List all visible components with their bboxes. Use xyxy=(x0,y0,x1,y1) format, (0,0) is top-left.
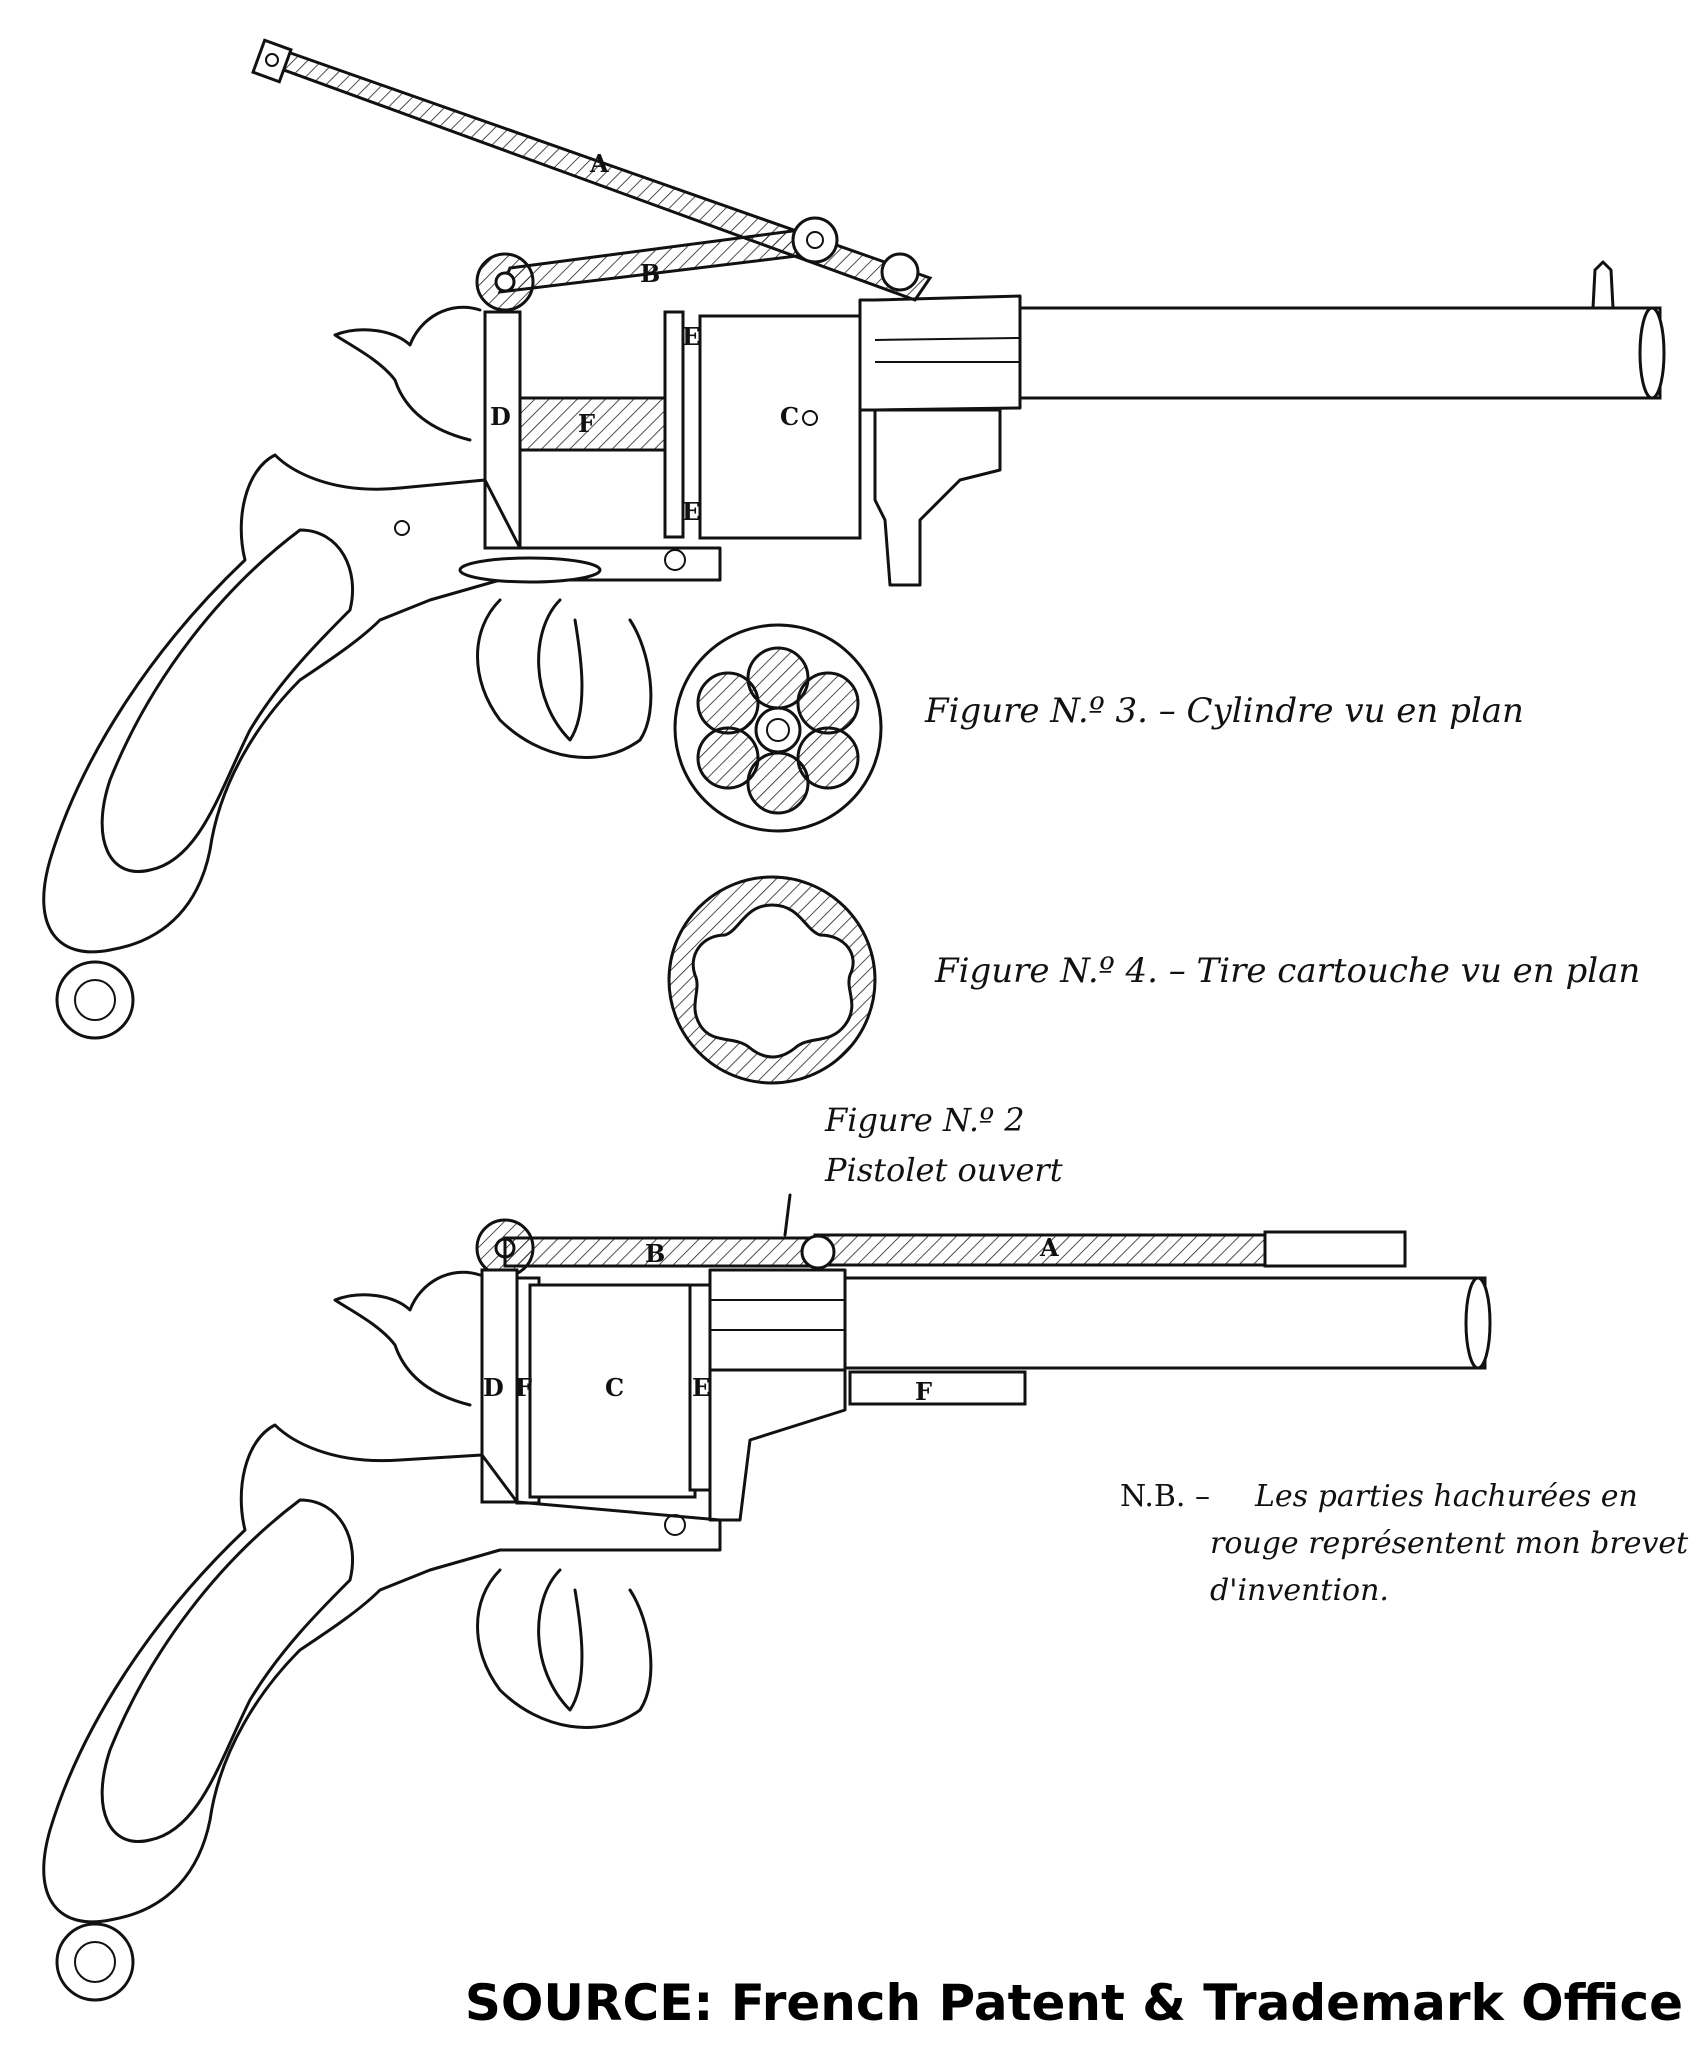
front-pivot xyxy=(880,252,920,292)
cylinder-bore xyxy=(754,706,802,754)
pivot-a-pin xyxy=(806,231,824,249)
hammer xyxy=(333,305,482,442)
caption-figure-2-title: Figure N.º 2 xyxy=(825,1101,1025,1139)
caption-figure-3: Figure N.º 3. – Cylindre vu en plan xyxy=(925,691,1524,731)
barrel-breech2 xyxy=(708,1268,847,1372)
chamber-5 xyxy=(696,726,760,790)
figure-1-revolver-closed: A B D F C E E xyxy=(42,38,1666,1040)
label-c2: C xyxy=(605,1373,624,1402)
lever-a-pin xyxy=(265,53,279,67)
caption-figure-2-subtitle: Pistolet ouvert xyxy=(825,1151,1063,1189)
source-credit: SOURCE: French Patent & Trademark Office xyxy=(464,1974,1683,2032)
lanyard-ring xyxy=(55,960,135,1040)
label-f2: F xyxy=(915,1377,932,1406)
label-d: D xyxy=(490,402,511,431)
note-line-2: rouge représentent mon brevet xyxy=(1210,1526,1689,1561)
barrel-breech xyxy=(858,294,1022,412)
frame-front xyxy=(873,408,1002,587)
muzzle2 xyxy=(1464,1276,1492,1370)
ejector-star xyxy=(691,903,855,1059)
label-c: C xyxy=(780,402,799,431)
grip-panel xyxy=(100,528,355,873)
label-e-bottom: E xyxy=(682,497,700,526)
barrel2 xyxy=(843,1276,1487,1370)
label-e-top: E xyxy=(682,322,700,351)
grip-frame xyxy=(42,453,722,954)
barrel xyxy=(1018,306,1662,400)
label-f2-frame: F xyxy=(515,1373,532,1402)
cylinder-axis-mark xyxy=(802,410,818,426)
frame-front2 xyxy=(708,1368,847,1522)
label-d2: D xyxy=(483,1373,504,1402)
ejector-rod-plate xyxy=(458,556,602,584)
figure-3-cylinder-plan xyxy=(673,623,883,833)
hammer2 xyxy=(333,1270,482,1407)
note-line-3: d'invention. xyxy=(1210,1573,1389,1608)
axis-f2 xyxy=(848,1370,1027,1406)
lever-a-tip xyxy=(251,38,293,84)
muzzle xyxy=(1638,306,1666,400)
cylinder-c xyxy=(698,314,862,540)
pivot-b-pin xyxy=(494,271,516,293)
grip-panel2 xyxy=(100,1498,355,1843)
pivot-a2 xyxy=(800,1234,836,1270)
label-b: B xyxy=(640,259,660,288)
label-e2: E xyxy=(692,1373,710,1402)
label-a2: A xyxy=(1039,1233,1059,1262)
frame-screw xyxy=(394,520,410,536)
front-sight xyxy=(1591,260,1615,310)
label-b2: B xyxy=(645,1239,665,1268)
frame-d2 xyxy=(480,1268,519,1504)
pivot-a xyxy=(791,216,839,264)
grip-frame2 xyxy=(42,1423,722,1924)
lever-a2-tip xyxy=(1263,1230,1407,1268)
ejector-e xyxy=(663,310,685,539)
axis-f xyxy=(518,396,682,452)
label-f: F xyxy=(578,409,595,438)
figure-2-revolver-open: A B D F C E F xyxy=(42,1193,1492,2002)
chamber-6 xyxy=(696,671,760,735)
cylinder-c2 xyxy=(528,1283,697,1499)
frame-d xyxy=(483,310,522,550)
link-b2 xyxy=(503,1236,817,1268)
chamber-3 xyxy=(796,726,860,790)
note-prefix: N.B. – xyxy=(1120,1479,1210,1514)
trigger2 xyxy=(537,1568,584,1712)
caption-figure-4: Figure N.º 4. – Tire cartouche vu en pla… xyxy=(935,951,1641,991)
plate-screw xyxy=(664,549,686,571)
trigger-guard xyxy=(476,598,653,759)
label-a: A xyxy=(589,149,609,178)
trigger xyxy=(537,598,584,742)
figure-4-ejector-plan xyxy=(667,875,877,1085)
chamber-2 xyxy=(796,671,860,735)
note-line-1: Les parties hachurées en xyxy=(1255,1479,1638,1514)
trigger-guard2 xyxy=(476,1568,653,1729)
lanyard-ring2 xyxy=(55,1922,135,2002)
